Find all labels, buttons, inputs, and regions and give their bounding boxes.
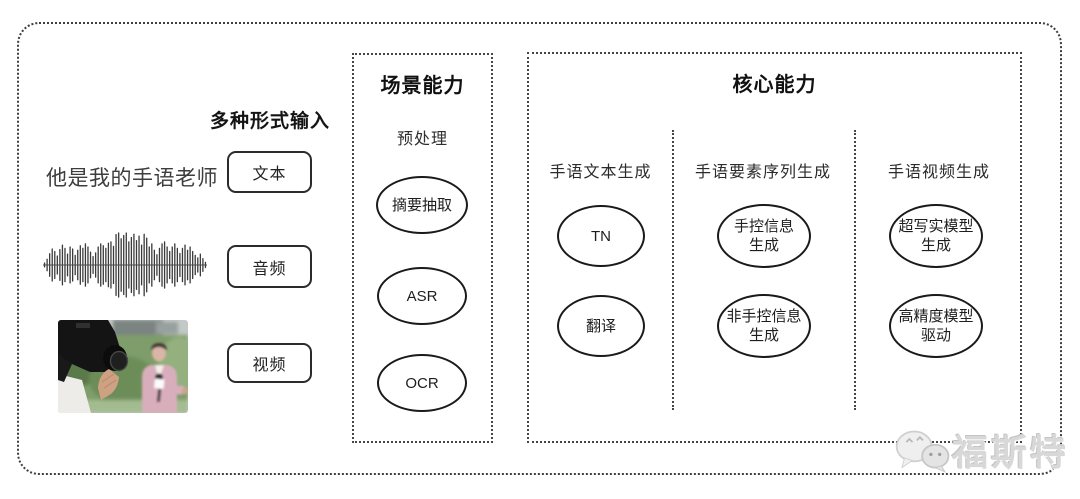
node-label-line: 生成 xyxy=(748,327,779,344)
input-box-text: 文本 xyxy=(227,151,312,193)
core-capability-panel: 核心能力 手语文本生成 手语要素序列生成 手语视频生成 TN 翻译 手控信息 生… xyxy=(527,52,1022,443)
scene-node-summary-extraction: 摘要抽取 xyxy=(376,176,468,234)
scene-capability-panel: 场景能力 预处理 摘要抽取 ASR OCR xyxy=(352,53,493,443)
column-header-video-generation: 手语视频生成 xyxy=(887,164,990,181)
chat-bubbles-logo-icon xyxy=(895,430,950,473)
watermark: 福斯特 xyxy=(894,424,1069,476)
node-label: 翻译 xyxy=(585,317,616,335)
core-node-manual-info-generation: 手控信息 生成 xyxy=(717,204,811,268)
core-node-tn: TN xyxy=(557,205,645,267)
scene-panel-title: 场景能力 xyxy=(380,75,465,97)
core-panel-title: 核心能力 xyxy=(732,74,817,96)
core-node-non-manual-info-generation: 非手控信息 生成 xyxy=(717,294,811,358)
node-label-line: 驱动 xyxy=(920,327,951,344)
node-label-line: 高精度模型 xyxy=(898,308,974,325)
input-heading: 多种形式输入 xyxy=(209,111,330,132)
scene-panel-subtitle: 预处理 xyxy=(396,131,448,148)
node-label: TN xyxy=(591,227,611,245)
node-label-line: 超写实模型 xyxy=(898,218,974,235)
core-node-high-precision-model-driving: 高精度模型 驱动 xyxy=(889,294,983,358)
node-label-line: 非手控信息 xyxy=(726,308,802,325)
node-label: 摘要抽取 xyxy=(391,196,452,214)
core-node-hyperrealistic-model-generation: 超写实模型 生成 xyxy=(889,204,983,268)
input-box-video: 视频 xyxy=(227,343,312,383)
column-header-element-sequence-generation: 手语要素序列生成 xyxy=(694,164,831,181)
core-node-translation: 翻译 xyxy=(557,295,645,357)
sample-sentence: 他是我的手语老师 xyxy=(46,167,218,190)
column-divider xyxy=(672,130,674,410)
scene-node-ocr: OCR xyxy=(377,354,467,412)
outer-dashed-border xyxy=(17,22,1062,475)
watermark-brand: 福斯特 xyxy=(952,432,1070,473)
scene-node-asr: ASR xyxy=(377,267,467,325)
news-interview-photo xyxy=(58,320,188,413)
node-label: ASR xyxy=(406,287,438,305)
node-label: OCR xyxy=(405,374,439,392)
column-header-text-generation: 手语文本生成 xyxy=(549,164,652,181)
input-box-audio: 音频 xyxy=(227,245,312,288)
node-label-line: 生成 xyxy=(920,237,951,254)
node-label-line: 手控信息 xyxy=(733,218,794,235)
audio-waveform-icon xyxy=(42,231,208,299)
node-label-line: 生成 xyxy=(748,237,779,254)
column-divider xyxy=(854,130,856,410)
